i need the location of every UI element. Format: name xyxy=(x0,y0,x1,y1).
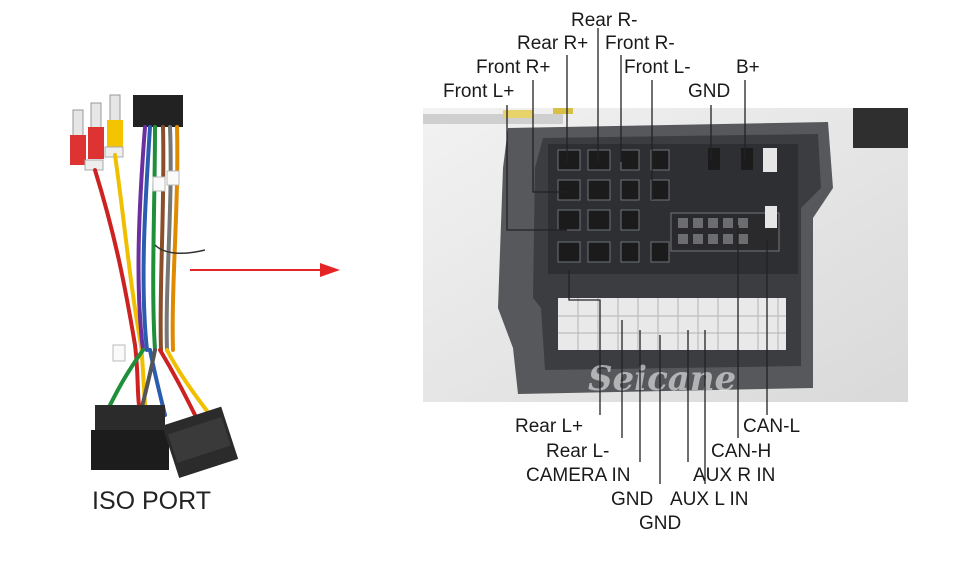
label-aux-l-in: AUX L IN xyxy=(670,489,749,510)
connector-photo: Seicane xyxy=(423,108,908,402)
lower-pin-block xyxy=(558,298,786,350)
label-b-plus: B+ xyxy=(736,57,760,78)
label-rear-r-minus: Rear R- xyxy=(571,10,638,31)
pointer-arrow xyxy=(190,263,340,277)
label-gnd-top: GND xyxy=(688,81,731,102)
label-can-l: CAN-L xyxy=(743,416,801,437)
watermark: Seicane xyxy=(588,359,736,399)
label-rear-l-minus: Rear L- xyxy=(546,441,610,462)
label-gnd-1: GND xyxy=(611,489,654,510)
label-gnd-2: GND xyxy=(639,513,682,534)
label-can-h: CAN-H xyxy=(711,441,772,462)
label-front-l-minus: Front L- xyxy=(624,57,691,78)
pin-grid xyxy=(557,149,670,263)
label-camera-in: CAMERA IN xyxy=(526,465,631,486)
label-front-r-minus: Front R- xyxy=(605,33,675,54)
label-front-l-plus: Front L+ xyxy=(443,81,515,102)
label-front-r-plus: Front R+ xyxy=(476,57,551,78)
label-aux-r-in: AUX R IN xyxy=(693,465,776,486)
harness-illustration xyxy=(70,94,239,479)
wire-bundle xyxy=(93,125,212,422)
small-connector xyxy=(133,95,183,127)
rca-plugs xyxy=(70,94,124,171)
label-rear-l-plus: Rear L+ xyxy=(515,416,584,437)
iso-port-caption: ISO PORT xyxy=(92,487,212,515)
label-rear-r-plus: Rear R+ xyxy=(517,33,589,54)
